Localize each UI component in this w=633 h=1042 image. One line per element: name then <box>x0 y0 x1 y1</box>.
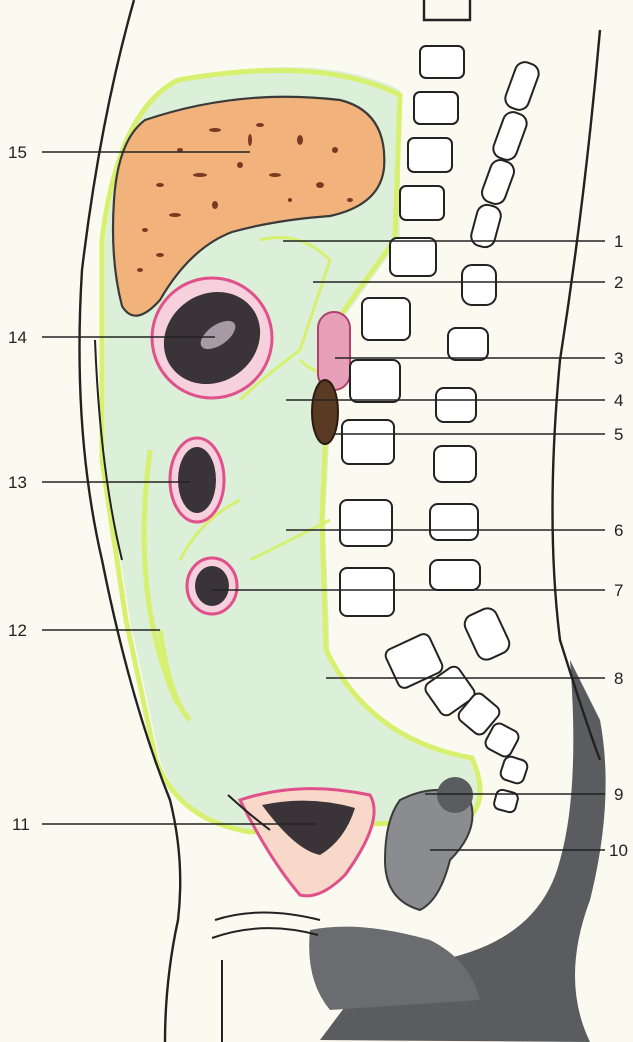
label-13: 13 <box>8 473 27 492</box>
label-6: 6 <box>614 521 623 540</box>
duodenum <box>312 380 338 444</box>
label-7: 7 <box>614 581 623 600</box>
label-9: 9 <box>614 785 623 804</box>
pancreas <box>318 312 350 390</box>
rectum-upper <box>437 777 473 813</box>
label-12: 12 <box>8 621 27 640</box>
label-3: 3 <box>614 349 623 368</box>
perineum-shadow <box>309 927 480 1010</box>
label-2: 2 <box>614 273 623 292</box>
transverse-colon-lumen <box>178 447 216 513</box>
label-14: 14 <box>8 328 27 347</box>
label-8: 8 <box>614 669 623 688</box>
label-4: 4 <box>614 391 623 410</box>
label-10: 10 <box>609 841 628 860</box>
small-intestine-lumen <box>195 566 229 606</box>
label-11: 11 <box>12 815 30 834</box>
label-5: 5 <box>614 425 623 444</box>
label-1: 1 <box>614 232 623 251</box>
label-15: 15 <box>8 143 27 162</box>
